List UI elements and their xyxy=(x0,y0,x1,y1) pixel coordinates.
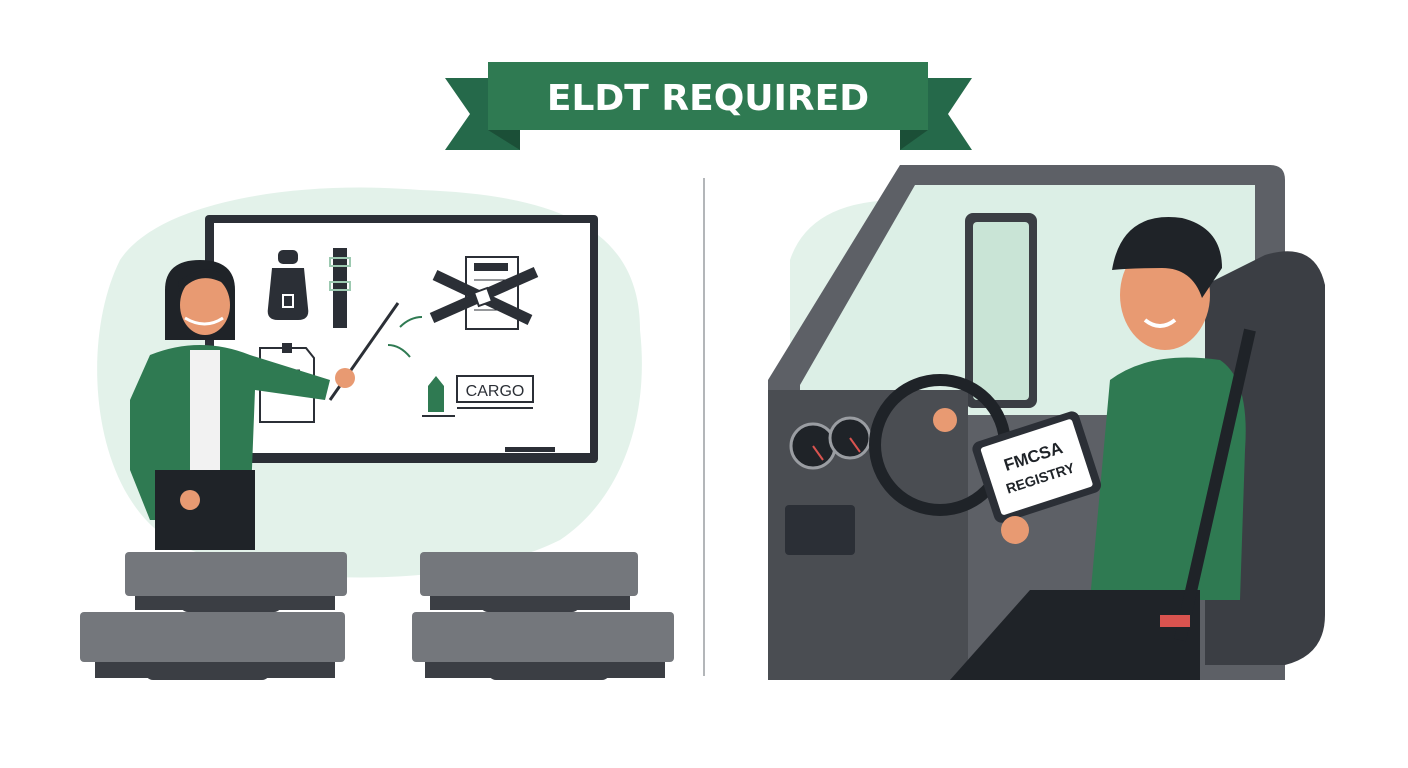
eldt-banner: ELDT REQUIRED xyxy=(445,62,972,150)
banner-title: ELDT REQUIRED xyxy=(547,78,869,119)
gauges xyxy=(789,416,872,470)
driver xyxy=(933,217,1256,680)
car-seat-icon xyxy=(267,250,309,320)
whiteboard: CARGO xyxy=(205,215,598,463)
classroom-desks xyxy=(80,552,674,680)
classroom-scene: CARGO xyxy=(80,187,674,680)
truck-cab-scene: FMCSA REGISTRY xyxy=(768,165,1325,680)
cargo-label: CARGO xyxy=(466,383,525,400)
secured-document-icon xyxy=(429,256,539,330)
cargo-tag-icon xyxy=(422,376,455,417)
seat-belt xyxy=(1174,328,1256,642)
seat-belt-icon xyxy=(329,248,351,328)
arrow-icons xyxy=(387,316,423,358)
banner-ribbon xyxy=(488,62,928,130)
tablet: FMCSA REGISTRY xyxy=(972,411,1102,523)
instructor xyxy=(130,260,355,550)
